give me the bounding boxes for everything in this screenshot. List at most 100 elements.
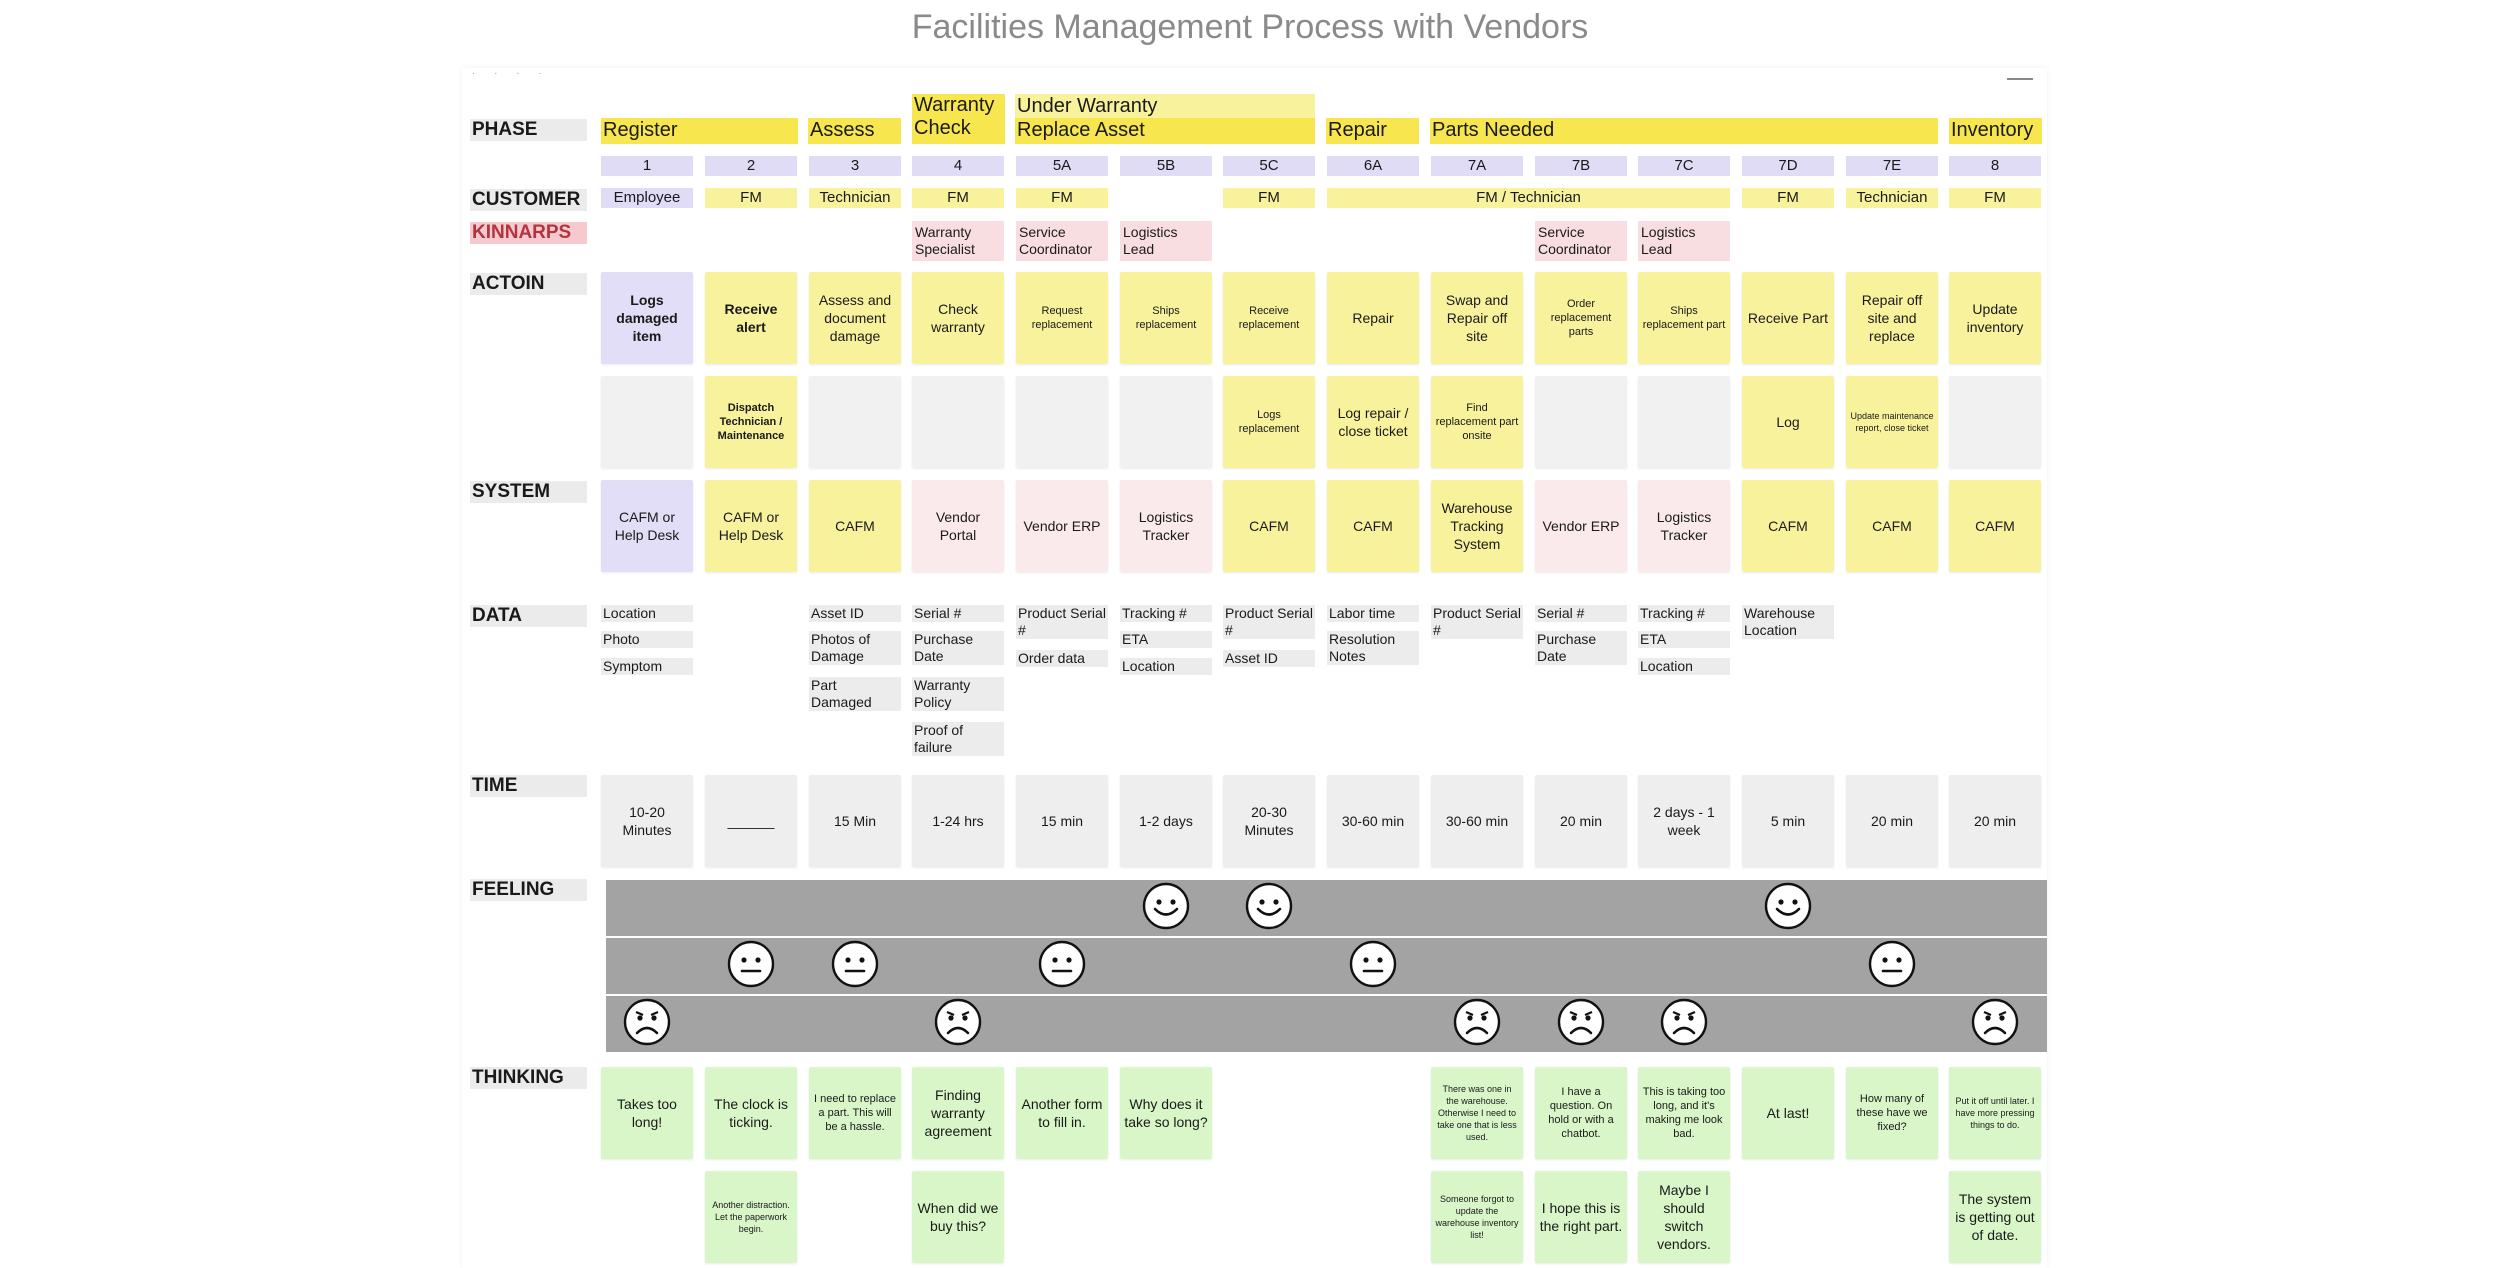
phase-inventory: Inventory bbox=[1949, 118, 2042, 144]
time-note[interactable]: 30-60 min bbox=[1327, 775, 1419, 867]
row-label-feeling: FEELING bbox=[470, 879, 587, 901]
thinking-note[interactable]: At last! bbox=[1742, 1067, 1834, 1159]
data-tag: Serial # bbox=[912, 605, 1004, 622]
system-note[interactable]: CAFM or Help Desk bbox=[705, 480, 797, 572]
data-tag: Warehouse Location bbox=[1742, 605, 1834, 639]
system-note[interactable]: Vendor Portal bbox=[912, 480, 1004, 572]
thinking-note[interactable]: Takes too long! bbox=[601, 1067, 693, 1159]
action-note[interactable]: Receive Part bbox=[1742, 272, 1834, 364]
system-note[interactable]: CAFM bbox=[809, 480, 901, 572]
board-toolbar-left[interactable]: · · · · bbox=[472, 68, 550, 79]
thinking-note[interactable]: How many of these have we fixed? bbox=[1846, 1067, 1938, 1159]
action-note[interactable]: Order replacement parts bbox=[1535, 272, 1627, 364]
time-note[interactable]: 1-24 hrs bbox=[912, 775, 1004, 867]
action-note[interactable]: Receive alert bbox=[705, 272, 797, 364]
board-minimize-control[interactable] bbox=[2007, 68, 2033, 80]
time-note[interactable]: 10-20 Minutes bbox=[601, 775, 693, 867]
customer-cell: Technician bbox=[1846, 188, 1938, 208]
system-note[interactable]: CAFM bbox=[1846, 480, 1938, 572]
step-number: 7E bbox=[1846, 156, 1938, 176]
action-note[interactable]: Request replacement bbox=[1016, 272, 1108, 364]
action-note[interactable]: Receive replacement bbox=[1223, 272, 1315, 364]
thinking-note[interactable]: Maybe I should switch vendors. bbox=[1638, 1171, 1730, 1263]
step-number: 4 bbox=[912, 156, 1004, 176]
system-note[interactable]: Logistics Tracker bbox=[1638, 480, 1730, 572]
thinking-note[interactable]: This is taking too long, and it's making… bbox=[1638, 1067, 1730, 1159]
system-note[interactable]: CAFM bbox=[1327, 480, 1419, 572]
system-note[interactable]: Warehouse Tracking System bbox=[1431, 480, 1523, 572]
time-note[interactable]: 15 min bbox=[1016, 775, 1108, 867]
thinking-note[interactable]: Why does it take so long? bbox=[1120, 1067, 1212, 1159]
time-note[interactable]: 5 min bbox=[1742, 775, 1834, 867]
time-note[interactable]: 15 Min bbox=[809, 775, 901, 867]
action-note[interactable]: Log bbox=[1742, 376, 1834, 468]
thinking-note[interactable]: There was one in the warehouse. Otherwis… bbox=[1431, 1067, 1523, 1159]
empty-note[interactable] bbox=[1638, 376, 1730, 468]
thinking-note[interactable]: Someone forgot to update the warehouse i… bbox=[1431, 1171, 1523, 1263]
empty-note[interactable] bbox=[1120, 376, 1212, 468]
time-note[interactable]: 30-60 min bbox=[1431, 775, 1523, 867]
customer-cell: FM bbox=[1949, 188, 2041, 208]
empty-note[interactable] bbox=[601, 376, 693, 468]
time-note[interactable]: 20-30 Minutes bbox=[1223, 775, 1315, 867]
thinking-note[interactable]: Finding warranty agreement bbox=[912, 1067, 1004, 1159]
action-note[interactable]: Dispatch Technician / Maintenance bbox=[705, 376, 797, 468]
action-note[interactable]: Ships replacement bbox=[1120, 272, 1212, 364]
time-note[interactable]: 20 min bbox=[1949, 775, 2041, 867]
data-tag: ETA bbox=[1120, 631, 1212, 648]
system-note[interactable]: CAFM bbox=[1223, 480, 1315, 572]
step-number: 6A bbox=[1327, 156, 1419, 176]
time-note[interactable]: 1-2 days bbox=[1120, 775, 1212, 867]
row-label-phase: PHASE bbox=[470, 119, 587, 141]
data-tag: Location bbox=[1638, 658, 1730, 675]
action-note[interactable]: Find replacement part onsite bbox=[1431, 376, 1523, 468]
data-tag: Photos of Damage bbox=[809, 631, 901, 665]
action-note[interactable]: Update inventory bbox=[1949, 272, 2041, 364]
empty-note[interactable] bbox=[912, 376, 1004, 468]
action-note[interactable]: Repair off site and replace bbox=[1846, 272, 1938, 364]
thinking-note[interactable]: The system is getting out of date. bbox=[1949, 1171, 2041, 1263]
step-number: 5C bbox=[1223, 156, 1315, 176]
action-note[interactable]: Update maintenance report, close ticket bbox=[1846, 376, 1938, 468]
sad-face-icon bbox=[623, 998, 671, 1046]
action-note[interactable]: Repair bbox=[1327, 272, 1419, 364]
thinking-note[interactable]: I have a question. On hold or with a cha… bbox=[1535, 1067, 1627, 1159]
system-note[interactable]: Logistics Tracker bbox=[1120, 480, 1212, 572]
action-note[interactable]: Logs replacement bbox=[1223, 376, 1315, 468]
system-note[interactable]: Vendor ERP bbox=[1535, 480, 1627, 572]
action-note[interactable]: Ships replacement part bbox=[1638, 272, 1730, 364]
empty-note[interactable] bbox=[1949, 376, 2041, 468]
thinking-note[interactable]: Put it off until later. I have more pres… bbox=[1949, 1067, 2041, 1159]
action-note[interactable]: Assess and document damage bbox=[809, 272, 901, 364]
time-note[interactable]: 20 min bbox=[1846, 775, 1938, 867]
system-note[interactable]: Vendor ERP bbox=[1016, 480, 1108, 572]
phase-repair: Repair bbox=[1326, 118, 1419, 144]
action-note[interactable]: Swap and Repair off site bbox=[1431, 272, 1523, 364]
row-label-kinnarps: KINNARPS bbox=[470, 222, 587, 244]
data-tag: ETA bbox=[1638, 631, 1730, 648]
action-note[interactable]: Log repair / close ticket bbox=[1327, 376, 1419, 468]
data-tag: Product Serial # bbox=[1431, 605, 1523, 639]
thinking-note[interactable]: When did we buy this? bbox=[912, 1171, 1004, 1263]
sad-face-icon bbox=[1971, 998, 2019, 1046]
time-note[interactable]: ______ bbox=[705, 775, 797, 867]
action-note[interactable]: Logs damaged item bbox=[601, 272, 693, 364]
system-note[interactable]: CAFM or Help Desk bbox=[601, 480, 693, 572]
empty-note[interactable] bbox=[809, 376, 901, 468]
empty-note[interactable] bbox=[1016, 376, 1108, 468]
time-note[interactable]: 2 days - 1 week bbox=[1638, 775, 1730, 867]
thinking-note[interactable]: I need to replace a part. This will be a… bbox=[809, 1067, 901, 1159]
data-tag: Part Damaged bbox=[809, 677, 901, 711]
empty-note[interactable] bbox=[1535, 376, 1627, 468]
neutral-face-icon bbox=[1349, 940, 1397, 988]
thinking-note[interactable]: I hope this is the right part. bbox=[1535, 1171, 1627, 1263]
thinking-note[interactable]: Another distraction. Let the paperwork b… bbox=[705, 1171, 797, 1263]
action-note[interactable]: Check warranty bbox=[912, 272, 1004, 364]
time-note[interactable]: 20 min bbox=[1535, 775, 1627, 867]
thinking-note[interactable]: The clock is ticking. bbox=[705, 1067, 797, 1159]
kinnarps-cell: Warranty Specialist bbox=[912, 221, 1004, 261]
data-tag: Order data bbox=[1016, 650, 1108, 667]
thinking-note[interactable]: Another form to fill in. bbox=[1016, 1067, 1108, 1159]
system-note[interactable]: CAFM bbox=[1742, 480, 1834, 572]
system-note[interactable]: CAFM bbox=[1949, 480, 2041, 572]
